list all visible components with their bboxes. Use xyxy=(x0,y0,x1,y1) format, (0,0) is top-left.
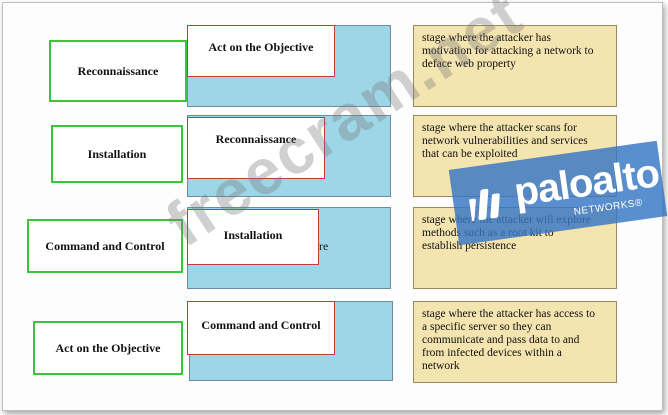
dropped-answer-act-on-the-objective[interactable]: Act on the Objective xyxy=(187,25,335,77)
dropped-answer-installation[interactable]: Installation xyxy=(187,209,319,265)
desc-line: communicate and pass data to and xyxy=(422,334,580,346)
dropped-label: Command and Control xyxy=(201,318,321,332)
desc-line: network xyxy=(422,360,460,372)
dropped-answer-reconnaissance[interactable]: Reconnaissance xyxy=(187,117,325,179)
source-label: Act on the Objective xyxy=(55,340,161,355)
desc-line: from infected devices within a xyxy=(422,347,562,359)
desc-line: establish persistence xyxy=(422,240,517,252)
description-1: stage where the attacker has motivation … xyxy=(413,25,617,107)
source-label: Installation xyxy=(87,146,147,161)
slot-ghost-text: re xyxy=(319,239,329,253)
source-item-installation[interactable]: Installation xyxy=(51,125,183,183)
dropped-label: Installation xyxy=(223,228,283,242)
source-item-act-on-the-objective[interactable]: Act on the Objective xyxy=(33,321,183,375)
desc-line: stage where the attacker has access to xyxy=(422,308,596,320)
description-4: stage where the attacker has access to a… xyxy=(413,301,617,383)
dropped-answer-command-and-control[interactable]: Command and Control xyxy=(187,301,335,355)
dropped-label: Reconnaissance xyxy=(215,132,297,146)
desc-line: a specific server so they can xyxy=(422,321,552,333)
source-item-command-and-control[interactable]: Command and Control xyxy=(27,219,183,273)
dropped-label: Act on the Objective xyxy=(208,40,314,54)
source-item-reconnaissance[interactable]: Reconnaissance xyxy=(49,40,187,102)
desc-line: deface web property xyxy=(422,58,516,70)
desc-line: network vulnerabilities and services xyxy=(422,135,588,147)
source-label: Command and Control xyxy=(45,238,165,253)
paloalto-logo: paloalto NETWORKS® xyxy=(448,140,668,246)
desc-line: stage where the attacker has xyxy=(422,32,551,44)
paloalto-mark-icon xyxy=(467,188,500,222)
desc-line: stage where the attacker scans for xyxy=(422,122,577,134)
source-label: Reconnaissance xyxy=(77,63,159,78)
desc-line: that can be exploited xyxy=(422,148,518,160)
desc-line: motivation for attacking a network to xyxy=(422,45,594,57)
